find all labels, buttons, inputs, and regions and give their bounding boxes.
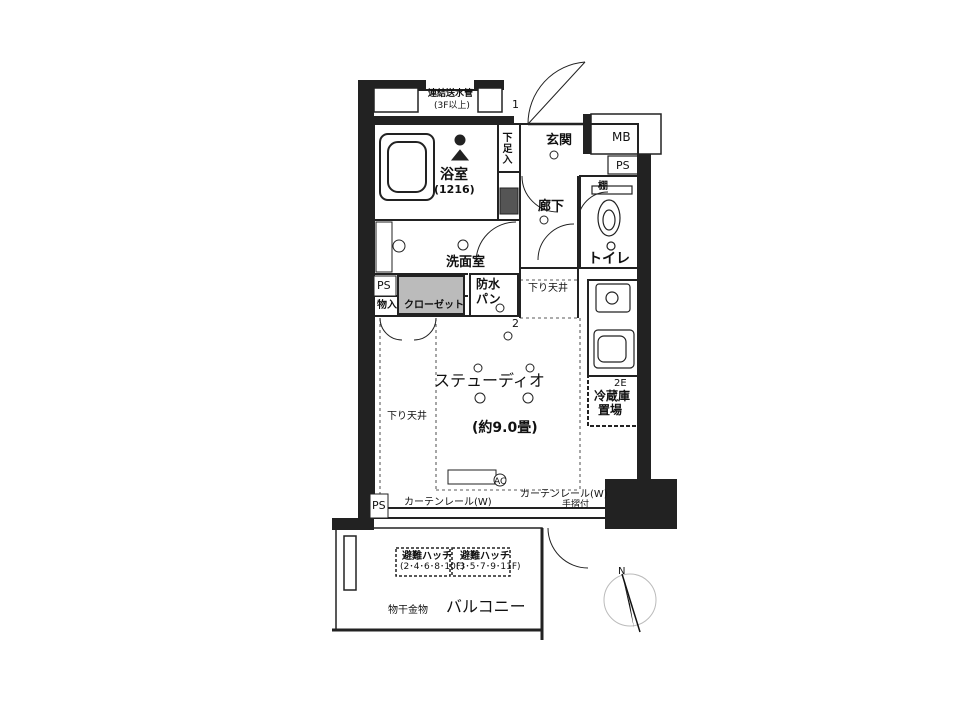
- ps-box-bottom: [369, 493, 389, 519]
- bath-size-label: (1216): [434, 183, 475, 196]
- bath-fixtures: [392, 134, 559, 253]
- ps-bottom-label: PS: [372, 499, 386, 512]
- ceiling-drop-dashes: [379, 279, 581, 500]
- ceiling-lights: [473, 303, 535, 404]
- circle-2e-label: 2E: [614, 378, 627, 389]
- ceiling-drop-label-2: 下り天井: [387, 411, 427, 422]
- waterpan-label-1: 防水: [476, 277, 501, 291]
- washroom-label: 洗面室: [446, 255, 486, 270]
- mb-label: MB: [612, 130, 631, 144]
- balcony-door: [547, 527, 589, 569]
- circle-2-label: 2: [512, 317, 519, 330]
- toilet-fixture: [591, 185, 633, 251]
- fridge-label-1: 冷蔵庫: [594, 389, 631, 403]
- north-arrow: [603, 573, 657, 633]
- north-label: N: [618, 566, 626, 577]
- wall-top-mid: [374, 116, 514, 124]
- wall-right-bottom: [605, 479, 677, 529]
- wall-right-outer: [637, 114, 651, 479]
- drying-label: 物干金物: [388, 605, 428, 616]
- ac-label: AC: [494, 477, 507, 487]
- hatch-1-floors-label: (2･4･6･8･10F): [400, 562, 465, 572]
- wall-top-pipe: [474, 80, 504, 90]
- fridge-label-2: 置場: [598, 403, 623, 417]
- wall-mb: [583, 114, 591, 154]
- bath-label: 浴室: [440, 167, 468, 183]
- walls: [332, 80, 677, 530]
- ceiling-drop-label-1: 下り天井: [528, 283, 568, 294]
- hatch-2-floors-label: (3･5･7･9･11F): [456, 562, 521, 572]
- balcony: [332, 527, 544, 640]
- mb-box: [590, 113, 662, 155]
- studio-label: ステューディオ: [434, 371, 545, 390]
- balcony-label: バルコニー: [446, 597, 526, 616]
- genkan-label: 玄関: [546, 133, 573, 148]
- left-storage: [375, 221, 393, 273]
- closet-label: クローゼット: [404, 300, 464, 311]
- hatch-2-label: 避難ハッチ: [460, 551, 510, 562]
- wall-bottom-left: [332, 518, 374, 530]
- waterpan-label-2: パン: [476, 292, 501, 306]
- interior-doors: [379, 175, 609, 341]
- curtain-label-1: カーテンレール(W): [404, 497, 492, 508]
- entry-door: [527, 61, 586, 126]
- ac-unit: [447, 469, 497, 485]
- shelf-label: 棚: [598, 181, 608, 192]
- pipe-note-label: (3F以上): [434, 101, 470, 111]
- ps-top-label: PS: [616, 159, 630, 172]
- wall-top-left: [358, 80, 426, 90]
- kitchen-fixtures: [593, 283, 635, 369]
- ps-box-left: [373, 275, 397, 297]
- pipe-label: 連結送水管: [428, 89, 474, 99]
- storage-label: 物入: [377, 300, 397, 311]
- ps-left-label: PS: [377, 279, 391, 292]
- toilet-label: トイレ: [588, 251, 630, 267]
- hatch-1-label: 避難ハッチ: [402, 551, 452, 562]
- handrail-label: 手摺付: [562, 500, 590, 510]
- circle-1-label: 1: [512, 98, 519, 111]
- shoe-box-label: 下足入: [500, 132, 511, 165]
- corridor-label: 廊下: [538, 199, 565, 214]
- studio-size-label: (約9.0畳): [472, 420, 538, 436]
- pipe-shaft-right: [477, 87, 503, 113]
- pipe-shaft: [373, 87, 419, 113]
- wall-left-upper: [358, 80, 374, 530]
- curtain-label-2: カーテンレール(W): [520, 489, 608, 500]
